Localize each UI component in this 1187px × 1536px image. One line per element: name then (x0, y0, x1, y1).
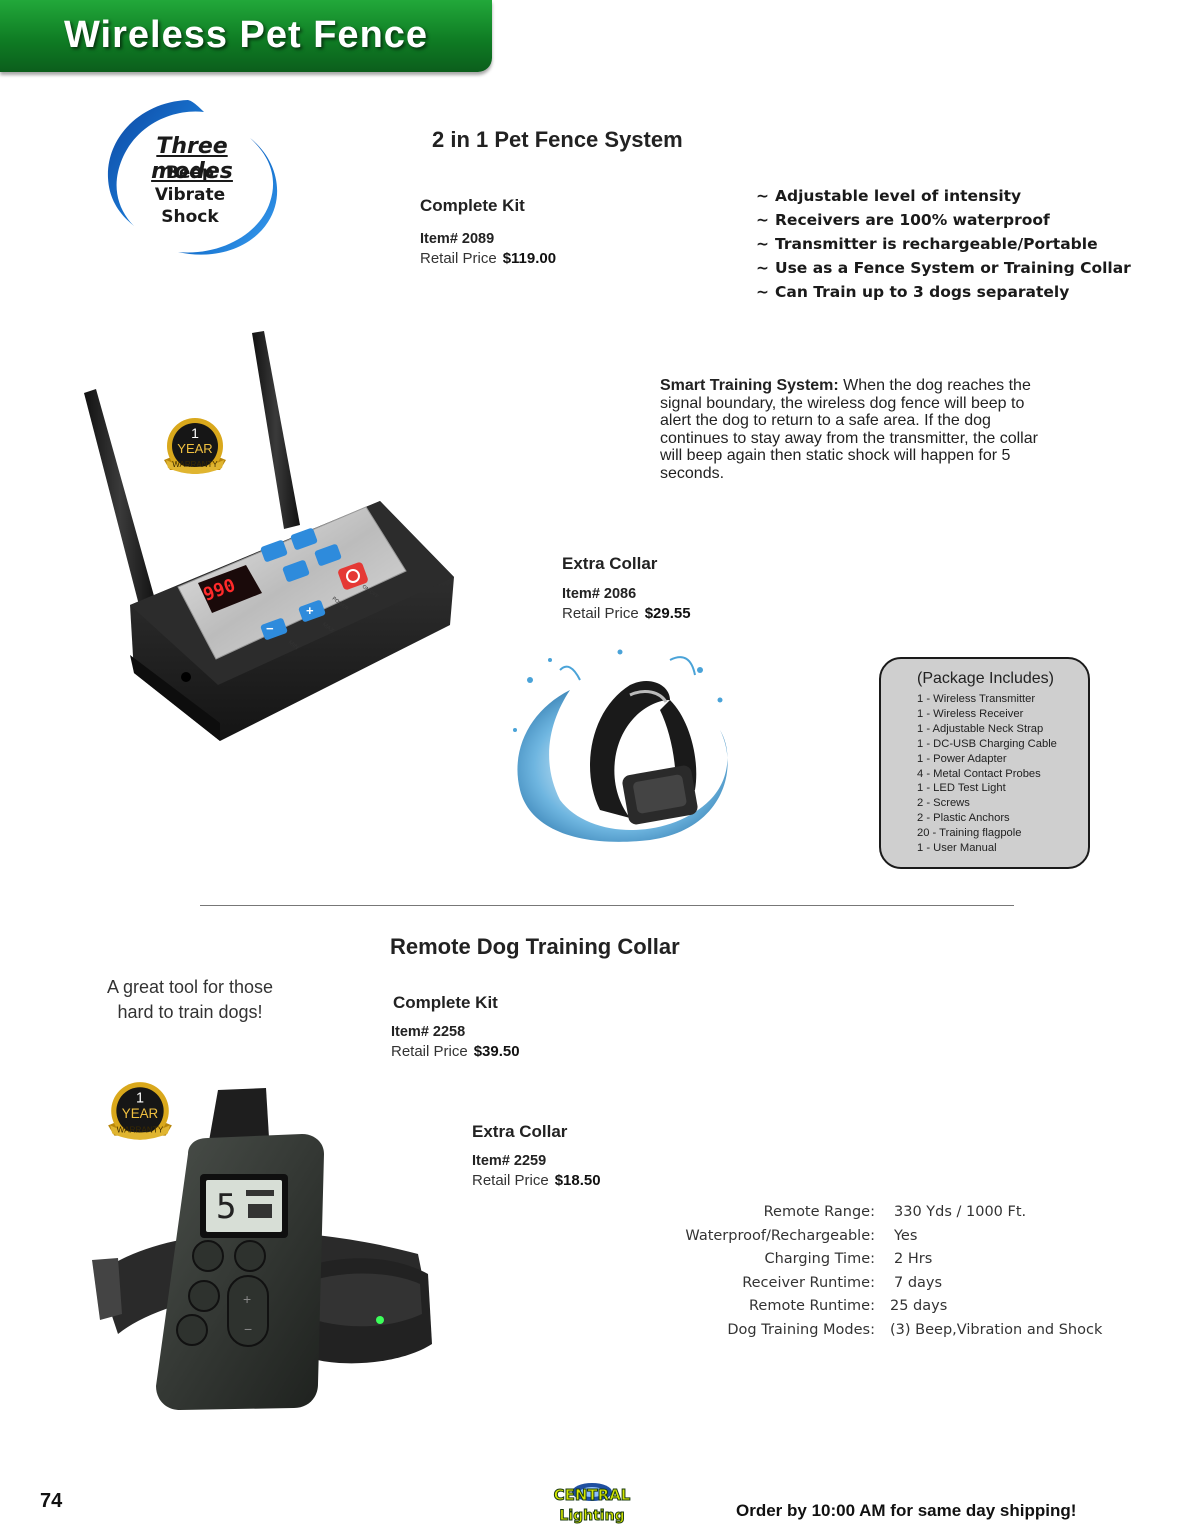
header-banner: Wireless Pet Fence (0, 0, 492, 72)
price-value: $29.55 (644, 605, 691, 622)
package-includes-box (879, 657, 1090, 869)
price-value: $39.50 (473, 1043, 520, 1060)
package-includes-content: (Package Includes) 1 - Wireless Transmit… (917, 670, 1057, 856)
package-item: 2 - Screws (917, 797, 970, 810)
feature-item: ~Transmitter is rechargeable/Portable (756, 232, 1131, 256)
page-number: 74 (40, 1490, 63, 1512)
collar-complete-kit-item: Item# 2258 (391, 1024, 466, 1040)
svg-text:−: − (266, 621, 274, 636)
spec-value: Yes (894, 1227, 918, 1244)
feature-item: ~Can Train up to 3 dogs separately (756, 280, 1131, 304)
warranty-seal-icon: 1 YEAR WARRANTY (164, 418, 226, 474)
section-divider (200, 905, 1014, 906)
spec-value: (3) Beep,Vibration and Shock (890, 1321, 1103, 1338)
svg-text:YEAR: YEAR (122, 1106, 159, 1121)
logo-bottom-text: Lighting (559, 1508, 624, 1524)
price-value: $119.00 (502, 250, 557, 267)
collar-complete-kit-label: Complete Kit (393, 993, 498, 1012)
modes-badge-title: Three modes (151, 134, 233, 184)
wireless-transmitter-image: 990 − + MIN MAX POWER ON/OFF (84, 331, 454, 741)
feature-item: ~Use as a Fence System or Training Colla… (756, 256, 1131, 280)
svg-text:WARRANTY: WARRANTY (117, 1126, 164, 1135)
svg-text:MIN: MIN (287, 640, 299, 652)
waterproof-collar-image (513, 649, 728, 842)
fence-extra-collar-item: Item# 2086 (562, 586, 637, 602)
package-includes-title: (Package Includes) (917, 670, 1054, 687)
price-label: Retail Price (562, 605, 639, 622)
svg-text:1: 1 (191, 425, 199, 441)
package-item: 20 - Training flagpole (917, 827, 1022, 840)
tilde-bullet: ~ (756, 283, 769, 301)
shipping-note: Order by 10:00 AM for same day shipping! (736, 1501, 1077, 1520)
fence-extra-collar-price-line: Retail Price $29.55 (562, 605, 691, 622)
package-item: 1 - LED Test Light (917, 782, 1006, 795)
modes-list: Beep Vibrate Shock (128, 162, 252, 228)
tilde-bullet: ~ (756, 187, 769, 205)
fence-section-title: 2 in 1 Pet Fence System (432, 127, 683, 152)
package-item: 2 - Plastic Anchors (917, 812, 1010, 825)
price-value: $18.50 (554, 1172, 601, 1189)
smart-training-paragraph: Smart Training System: When the dog reac… (660, 377, 1040, 482)
tilde-bullet: ~ (756, 211, 769, 229)
smart-training-text: When the dog reaches the signal boundary… (660, 377, 1038, 482)
package-item: 1 - DC-USB Charging Cable (917, 737, 1057, 750)
spec-value: 2 Hrs (894, 1251, 933, 1268)
collar-extra-collar-item: Item# 2259 (472, 1153, 547, 1169)
remote-display-readout: 5 (216, 1187, 236, 1227)
mode-shock: Shock (161, 207, 219, 227)
spec-value: 330 Yds / 1000 Ft. (894, 1204, 1027, 1220)
svg-text:−: − (244, 1321, 252, 1337)
mode-beep: Beep (165, 163, 215, 183)
spec-value: 25 days (890, 1298, 948, 1315)
feature-item: ~Receivers are 100% waterproof (756, 208, 1131, 232)
tilde-bullet: ~ (756, 259, 769, 277)
remote-training-collar-image: 5 + − (92, 1088, 432, 1410)
price-label: Retail Price (472, 1172, 549, 1189)
collar-extra-collar-label: Extra Collar (472, 1122, 568, 1141)
package-item: 1 - Power Adapter (917, 752, 1007, 765)
package-item: 1 - Wireless Receiver (917, 707, 1024, 720)
fence-complete-kit-price-line: Retail Price $119.00 (420, 250, 556, 267)
fence-complete-kit-item: Item# 2089 (420, 231, 495, 247)
spec-label: Dog Training Modes: (727, 1321, 875, 1338)
collar-section-title: Remote Dog Training Collar (390, 934, 680, 959)
spec-label: Remote Range: (763, 1204, 875, 1220)
spec-label: Receiver Runtime: (742, 1274, 875, 1291)
warranty-seal-icon: 1 YEAR WARRANTY (108, 1082, 172, 1140)
blue-swoosh-ring-icon (107, 100, 278, 255)
price-label: Retail Price (391, 1043, 468, 1060)
package-item: 1 - Wireless Transmitter (917, 693, 1036, 705)
mode-vibrate: Vibrate (154, 185, 226, 205)
tilde-bullet: ~ (756, 235, 769, 253)
svg-text:+: + (306, 603, 314, 618)
logo-top-text: CENTRAL (554, 1486, 631, 1504)
smart-training-heading: Smart Training System: (660, 377, 839, 394)
central-lighting-logo: CENTRAL Lighting (553, 1483, 631, 1525)
spec-label: Remote Runtime: (748, 1298, 875, 1315)
fence-extra-collar-label: Extra Collar (562, 554, 658, 573)
spec-label: Charging Time: (764, 1251, 875, 1268)
collar-tagline: A great tool for those hard to train dog… (106, 977, 274, 1022)
spec-value: 7 days (894, 1274, 943, 1291)
svg-text:1: 1 (136, 1091, 144, 1107)
svg-text:YEAR: YEAR (177, 441, 212, 456)
collar-complete-kit-price-line: Retail Price $39.50 (391, 1043, 520, 1060)
package-item: 4 - Metal Contact Probes (917, 767, 1041, 780)
package-item: 1 - User Manual (917, 842, 997, 855)
spec-label: Waterproof/Rechargeable: (685, 1227, 875, 1244)
svg-text:WARRANTY: WARRANTY (172, 460, 218, 469)
package-item: 1 - Adjustable Neck Strap (917, 722, 1044, 735)
svg-text:+: + (243, 1291, 251, 1307)
fence-complete-kit-label: Complete Kit (420, 196, 525, 215)
feature-item: ~Adjustable level of intensity (756, 184, 1131, 208)
price-label: Retail Price (420, 250, 497, 267)
page-title: Wireless Pet Fence (64, 14, 429, 56)
collar-extra-collar-price-line: Retail Price $18.50 (472, 1172, 601, 1189)
fence-feature-list: ~Adjustable level of intensity ~Receiver… (756, 184, 1131, 304)
